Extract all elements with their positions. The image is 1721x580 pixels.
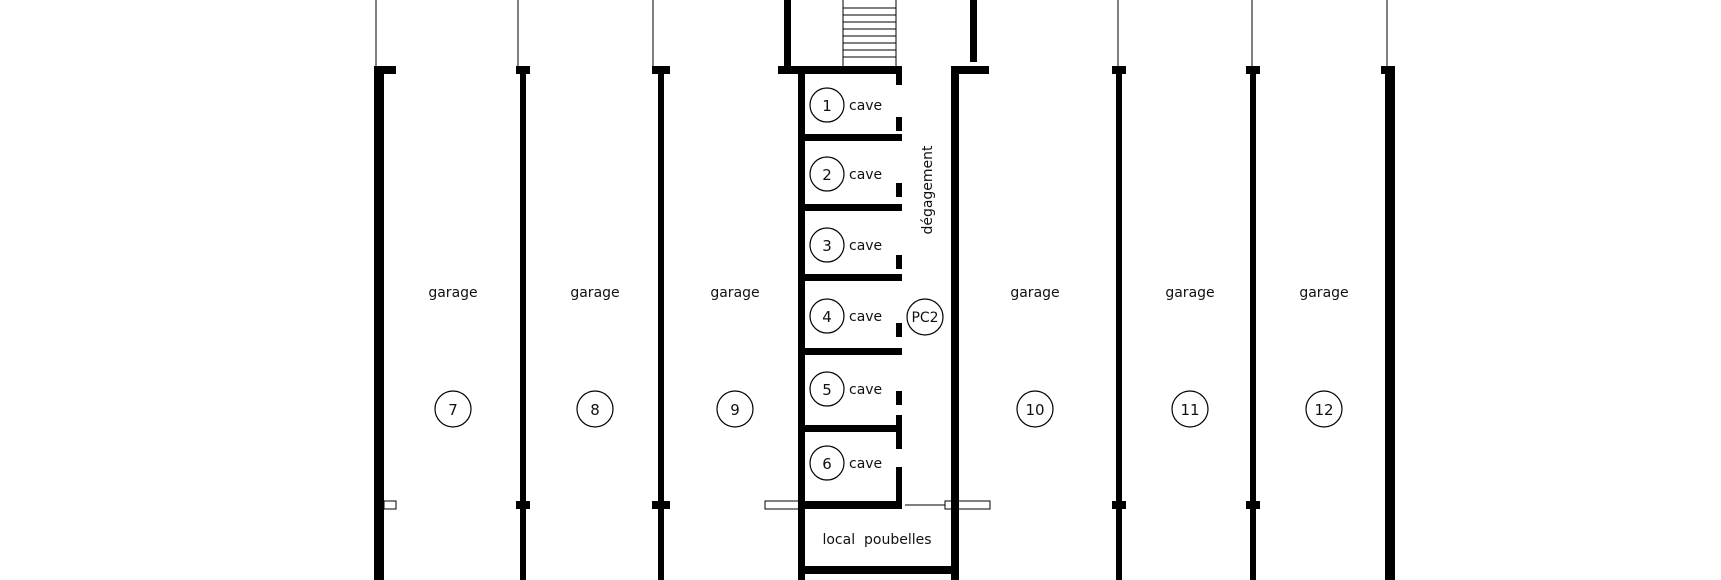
garage-label: garage: [1010, 285, 1059, 301]
cave-label: cave: [849, 309, 882, 325]
cave-label: cave: [849, 382, 882, 398]
garage-9: garage 9: [710, 285, 760, 428]
garage-label: garage: [710, 285, 759, 301]
corridor: dégagement PC2: [906, 145, 944, 336]
garage-label: garage: [570, 285, 619, 301]
garage-number: 8: [590, 401, 600, 419]
cave-5: 5 cave: [809, 371, 882, 407]
cave-number: 1: [822, 97, 832, 115]
cave-number: 2: [822, 166, 832, 184]
trash-room-label: local poubelles: [822, 532, 931, 548]
garage-number: 9: [730, 401, 740, 419]
cave-label: cave: [849, 456, 882, 472]
garage-label: garage: [1299, 285, 1348, 301]
garage-11: garage 11: [1165, 285, 1215, 428]
corridor-tag: PC2: [911, 310, 938, 326]
cave-label: cave: [849, 98, 882, 114]
garage-number: 12: [1314, 401, 1333, 419]
upper-thin-lines: [375, 0, 1388, 66]
cave-2: 2 cave: [809, 156, 882, 192]
garage-number: 7: [448, 401, 458, 419]
garage-label: garage: [428, 285, 477, 301]
garage-number: 11: [1180, 401, 1199, 419]
corridor-label: dégagement: [920, 145, 936, 235]
garage-10: garage 10: [1010, 285, 1060, 428]
cave-label: cave: [849, 167, 882, 183]
garage-label: garage: [1165, 285, 1214, 301]
staircase: [784, 0, 977, 66]
cave-number: 6: [822, 455, 832, 473]
cave-3: 3 cave: [809, 227, 882, 263]
garage-7: garage 7: [428, 285, 478, 428]
cave-4: 4 cave: [809, 298, 882, 334]
cave-6: 6 cave: [809, 445, 882, 481]
cave-number: 3: [822, 237, 832, 255]
cave-number: 4: [822, 308, 832, 326]
garage-walls: [374, 66, 1395, 580]
cave-label: cave: [849, 238, 882, 254]
garage-8: garage 8: [570, 285, 620, 428]
garage-12: garage 12: [1299, 285, 1349, 428]
cave-number: 5: [822, 381, 832, 399]
garage-number: 10: [1025, 401, 1044, 419]
cave-1: 1 cave: [809, 87, 882, 123]
cave-block-walls: [778, 66, 956, 580]
trash-room: local poubelles: [822, 532, 931, 548]
